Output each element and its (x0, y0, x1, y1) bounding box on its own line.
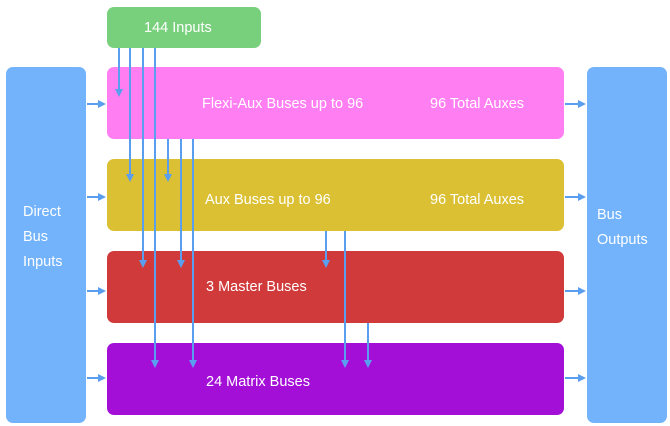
outputs-label-line2: Outputs (597, 232, 648, 248)
direct-label-line1: Direct (23, 204, 61, 220)
outputs-label-line1: Bus (597, 207, 622, 223)
matrix-label: 24 Matrix Buses (206, 374, 310, 390)
direct-bus-inputs-label: Direct Bus Inputs (23, 200, 63, 275)
matrix-buses-bar: 24 Matrix Buses (107, 343, 564, 415)
bus-outputs-label: Bus Outputs (597, 203, 648, 253)
inputs-block: 144 Inputs (107, 7, 261, 48)
bus-outputs-block: Bus Outputs (587, 67, 667, 423)
aux-total: 96 Total Auxes (430, 192, 525, 208)
direct-bus-inputs-block: Direct Bus Inputs (6, 67, 86, 423)
flexi-aux-label: Flexi-Aux Buses up to 96 (202, 96, 364, 112)
aux-buses-bar: Aux Buses up to 96 96 Total Auxes (107, 159, 564, 231)
direct-label-line2: Bus (23, 229, 48, 245)
flexi-aux-total: 96 Total Auxes (430, 96, 525, 112)
master-label: 3 Master Buses (206, 279, 307, 295)
master-buses-bar: 3 Master Buses (107, 251, 564, 323)
aux-label: Aux Buses up to 96 (205, 192, 331, 208)
inputs-label: 144 Inputs (144, 20, 212, 36)
direct-label-line3: Inputs (23, 254, 63, 270)
flexi-aux-buses-bar: Flexi-Aux Buses up to 96 96 Total Auxes (107, 67, 564, 139)
